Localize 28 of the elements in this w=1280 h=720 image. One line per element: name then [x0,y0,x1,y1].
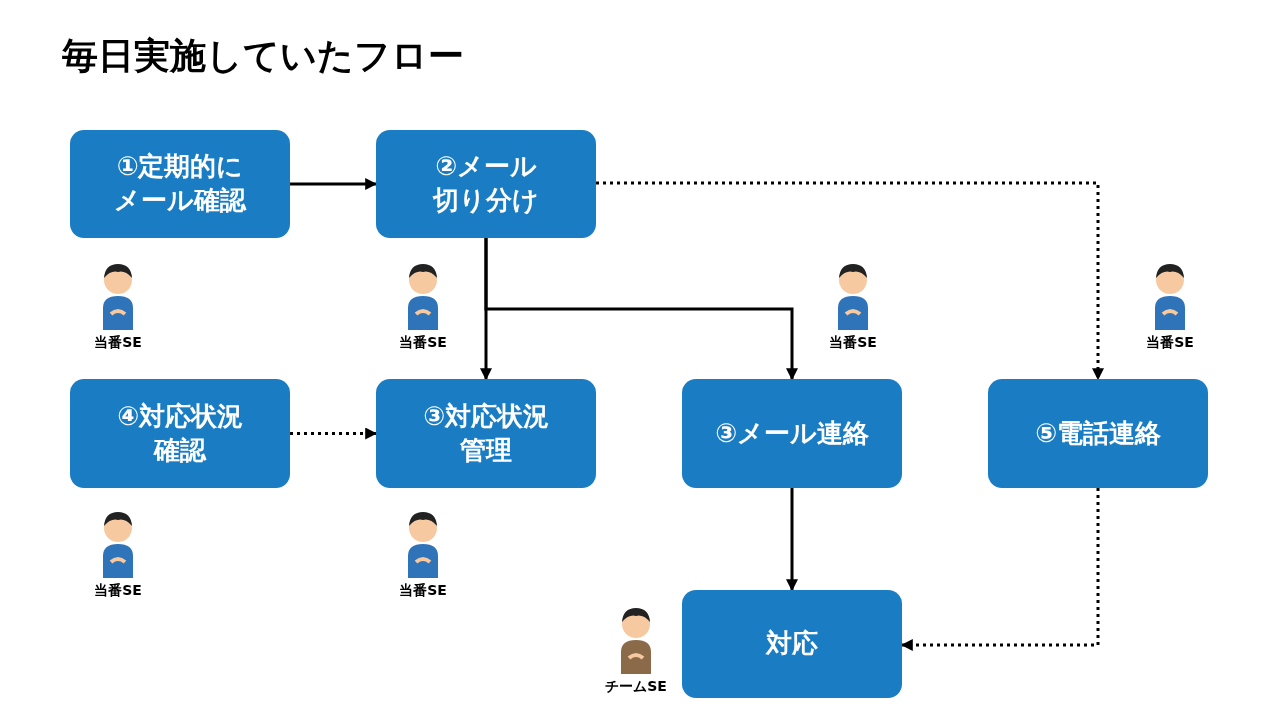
role-label: チームSE [605,678,667,696]
process-box [70,130,290,238]
process-box [376,130,596,238]
process-box [682,379,902,488]
process-box [376,379,596,488]
arrow [786,488,798,592]
role-label: 当番SE [829,334,877,352]
box-label: ⑤電話連絡 [1035,416,1161,450]
arrow [596,181,1104,381]
box-label: ③対応状況管理 [422,399,550,467]
box-label: ④対応状況確認 [116,399,244,467]
title: 毎日実施していたフロー [62,34,464,78]
arrow [900,488,1100,651]
role-label: 当番SE [1146,334,1194,352]
arrow [290,427,378,440]
box-label: ③メール連絡 [715,416,869,450]
role-label: 当番SE [399,334,447,352]
box-label: 対応 [766,627,818,661]
box-label: ①定期的にメール確認 [113,150,248,217]
process-box [682,590,902,698]
process-box [70,379,290,488]
arrow [290,178,378,190]
box-label: ②メール切り分け [431,150,540,217]
role-label: 当番SE [94,334,142,352]
process-box [988,379,1208,488]
role-label: 当番SE [399,582,447,600]
role-label: 当番SE [94,582,142,600]
arrow [484,238,798,381]
